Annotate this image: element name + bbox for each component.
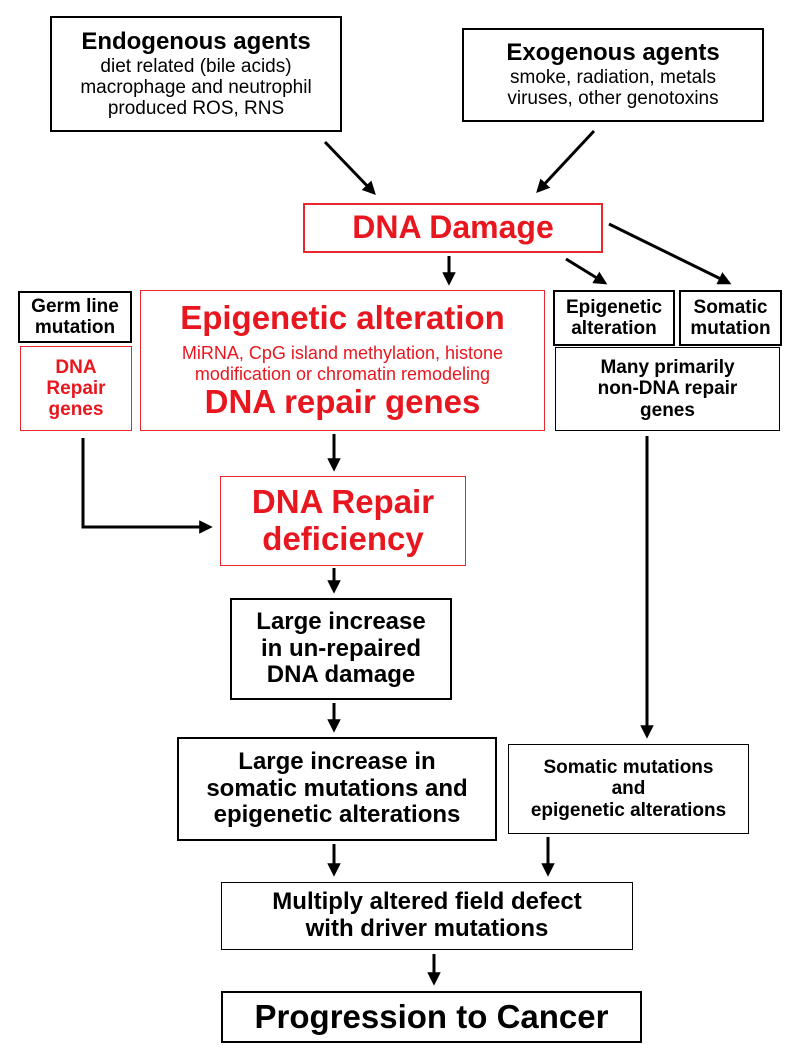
somatic-epigenetic-box: Somatic mutations and epigenetic alterat…	[508, 744, 749, 834]
progression-to-cancer-label: Progression to Cancer	[254, 997, 609, 1035]
field-defect-line-1: Multiply altered field defect	[272, 888, 582, 916]
somatic-mutation-small-box: Somatic mutation	[679, 290, 782, 346]
large-somatic-line-1: Large increase in	[238, 747, 436, 775]
large-somatic-box: Large increase in somatic mutations and …	[177, 737, 497, 841]
somatic-small-label-2: mutation	[690, 318, 771, 339]
arrow-damage-to-somatic-small	[608, 222, 732, 285]
epigenetic-main-title: Epigenetic alteration	[180, 299, 505, 337]
dna-damage-label: DNA Damage	[352, 209, 554, 246]
somatic-epigenetic-line-3: epigenetic alterations	[530, 799, 727, 821]
large-unrepaired-line-3: DNA damage	[266, 661, 416, 689]
somatic-epigenetic-line-1: Somatic mutations	[543, 757, 714, 779]
dna-repair-deficiency-line-1: DNA Repair	[251, 483, 435, 521]
dna-repair-deficiency-box: DNA Repair deficiency	[220, 476, 466, 566]
arrow-damage-to-epigenetic-small	[565, 257, 608, 285]
arrow-exogenous-to-damage	[536, 129, 596, 193]
many-primarily-line-3: genes	[640, 399, 695, 421]
dna-damage-box: DNA Damage	[303, 203, 603, 253]
field-defect-box: Multiply altered field defect with drive…	[221, 882, 633, 950]
epigenetic-main-line-2: modification or chromatin remodeling	[194, 363, 491, 384]
exogenous-agents-box: Exogenous agents smoke, radiation, metal…	[462, 28, 764, 122]
dna-repair-genes-left-box: DNA Repair genes	[20, 346, 132, 431]
field-defect-line-2: with driver mutations	[305, 915, 549, 942]
many-primarily-box: Many primarily non-DNA repair genes	[555, 347, 780, 431]
epigenetic-main-line-1: MiRNA, CpG island methylation, histone	[181, 343, 504, 364]
large-unrepaired-box: Large increase in un-repaired DNA damage	[230, 598, 452, 700]
large-somatic-line-2: somatic mutations and	[206, 774, 468, 802]
somatic-small-label-1: Somatic	[693, 296, 768, 318]
dna-repair-genes-left-2: Repair	[46, 377, 106, 399]
dna-repair-genes-left-3: genes	[48, 399, 104, 421]
many-primarily-line-1: Many primarily	[600, 357, 735, 379]
somatic-epigenetic-line-2: and	[611, 778, 646, 800]
epigenetic-small-label-1: Epigenetic	[565, 296, 663, 318]
large-unrepaired-line-1: Large increase	[256, 607, 426, 635]
endogenous-line-1: diet related (bile acids)	[100, 55, 292, 77]
many-primarily-line-2: non-DNA repair	[597, 378, 738, 400]
germ-line-label-1: Germ line	[31, 295, 119, 317]
dna-repair-deficiency-line-2: deficiency	[262, 520, 424, 557]
endogenous-agents-title: Endogenous agents	[81, 27, 311, 55]
endogenous-agents-box: Endogenous agents diet related (bile aci…	[50, 16, 342, 132]
germ-line-label-2: mutation	[34, 317, 116, 338]
epigenetic-main-footer: DNA repair genes	[204, 382, 481, 420]
endogenous-line-2: macrophage and neutrophil	[80, 76, 312, 98]
large-somatic-line-3: epigenetic alterations	[213, 801, 461, 829]
exogenous-agents-title: Exogenous agents	[506, 39, 720, 67]
large-unrepaired-line-2: in un-repaired	[260, 634, 422, 662]
arrow-endogenous-to-damage	[323, 140, 376, 195]
epigenetic-alteration-small-box: Epigenetic alteration	[553, 290, 675, 346]
endogenous-line-3: produced ROS, RNS	[107, 98, 285, 120]
dna-repair-genes-left-1: DNA	[55, 356, 97, 378]
germ-line-mutation-box: Germ line mutation	[18, 291, 132, 343]
exogenous-line-2: viruses, other genotoxins	[507, 88, 719, 110]
progression-to-cancer-box: Progression to Cancer	[221, 991, 642, 1043]
epigenetic-alteration-main-box: Epigenetic alteration MiRNA, CpG island …	[140, 290, 545, 431]
arrow-germline-to-deficiency	[81, 438, 213, 534]
exogenous-line-1: smoke, radiation, metals	[510, 67, 716, 89]
epigenetic-small-label-2: alteration	[571, 318, 657, 339]
